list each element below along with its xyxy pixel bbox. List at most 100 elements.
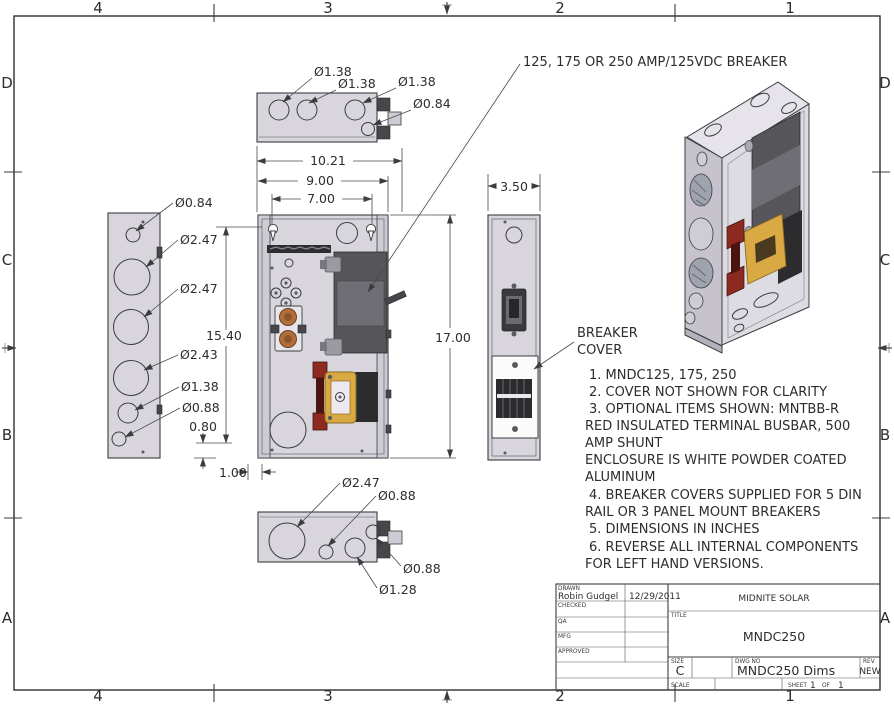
note-line: FOR LEFT HAND VERSIONS. xyxy=(585,557,764,572)
breaker-cover-label: BREAKER xyxy=(577,326,638,341)
note-line: RAIL OR 3 PANEL MOUNT BREAKERS xyxy=(585,505,820,520)
company-name: MIDNITE SOLAR xyxy=(738,594,809,604)
drawn-label: DRAWN xyxy=(558,586,580,592)
breaker-cover-label: COVER xyxy=(577,343,622,358)
dim-label: Ø0.88 xyxy=(182,400,220,415)
of-label: OF xyxy=(822,683,830,689)
rev-value: NEW xyxy=(859,667,880,677)
title-block: DRAWN Robin Gudgel 12/29/2011 CHECKED QA… xyxy=(555,583,881,691)
breaker-handle xyxy=(384,290,407,306)
center-mark-top xyxy=(442,2,452,15)
dim-label: 17.00 xyxy=(435,330,471,345)
dim-label: Ø2.47 xyxy=(180,232,218,247)
front-view xyxy=(257,214,407,459)
center-mark-left xyxy=(2,343,17,353)
breaker xyxy=(320,251,388,356)
zone-row-label: D xyxy=(879,74,891,92)
shunt-assembly xyxy=(312,361,378,431)
note-line: RED INSULATED TERMINAL BUSBAR, 500 xyxy=(585,419,850,434)
dim-label: Ø1.28 xyxy=(379,582,417,597)
callouts: 125, 175 OR 250 AMP/125VDC BREAKER BREAK… xyxy=(367,55,787,370)
note-line: AMP SHUNT xyxy=(585,436,662,451)
brushed-knockout xyxy=(688,257,714,289)
knockout-hole xyxy=(113,360,149,396)
keyhole-slot xyxy=(365,223,377,242)
approved-label: APPROVED xyxy=(558,649,590,655)
dwgno-label: DWG NO xyxy=(735,659,761,665)
zone-col-label: 4 xyxy=(93,687,103,705)
knockout-hole xyxy=(113,309,149,345)
dim-label: Ø1.38 xyxy=(398,74,436,89)
dim-label: 10.21 xyxy=(310,153,346,168)
dim-label: Ø2.47 xyxy=(180,281,218,296)
busbar-strip xyxy=(316,378,324,413)
left-side-view xyxy=(107,212,163,459)
zone-row-label: C xyxy=(880,251,890,269)
note-line: ENCLOSURE IS WHITE POWDER COATED xyxy=(585,453,847,468)
size-label: SIZE xyxy=(671,659,684,665)
latch-tab xyxy=(387,530,403,545)
scale-label: SCALE xyxy=(671,683,690,689)
breaker-toggle xyxy=(501,283,527,337)
knockout-hole xyxy=(361,122,375,136)
note-line: 2. COVER NOT SHOWN FOR CLARITY xyxy=(589,385,827,400)
zone-col-label: 1 xyxy=(785,687,795,705)
checked-label: CHECKED xyxy=(558,603,587,609)
dim-label: Ø1.38 xyxy=(338,76,376,91)
dwgno-value: MNDC250 Dims xyxy=(737,663,835,678)
note-line: 1. MNDC125, 175, 250 xyxy=(589,368,737,383)
zone-col-label: 1 xyxy=(785,0,795,17)
zone-col-label: 2 xyxy=(555,0,565,17)
zone-col-label: 3 xyxy=(323,687,333,705)
drawn-date: 12/29/2011 xyxy=(629,592,681,602)
breaker-callout-text: 125, 175 OR 250 AMP/125VDC BREAKER xyxy=(523,55,787,70)
drawing-title: MNDC250 xyxy=(743,629,805,644)
dim-label: 9.00 xyxy=(306,173,334,188)
zone-col-label: 3 xyxy=(323,0,333,17)
qa-label: QA xyxy=(558,619,567,625)
zone-row-label: A xyxy=(880,609,891,627)
zone-row-label: A xyxy=(2,609,13,627)
dim-label: Ø2.47 xyxy=(342,475,380,490)
sheet-number: 1 xyxy=(810,681,816,691)
zone-row-label: B xyxy=(2,426,12,444)
knockout-hole xyxy=(365,524,381,540)
sheet-total: 1 xyxy=(838,681,844,691)
terminal-busbar xyxy=(270,305,307,352)
knockout-hole xyxy=(125,227,141,243)
size-value: C xyxy=(676,663,685,678)
knockout-hole xyxy=(344,537,366,559)
dim-label: Ø2.43 xyxy=(180,347,218,362)
knockout-hole xyxy=(296,99,318,121)
keyhole-slot xyxy=(267,223,279,242)
hinge-tab xyxy=(376,125,391,140)
dim-label: Ø0.84 xyxy=(413,96,451,111)
zone-row-label: D xyxy=(1,74,13,92)
knockout-hole xyxy=(269,411,307,449)
knockout-hole xyxy=(113,258,151,296)
zone-row-label: B xyxy=(880,426,890,444)
dim-label: 0.80 xyxy=(189,419,217,434)
dim-label: Ø0.88 xyxy=(378,488,416,503)
shunt-block xyxy=(355,372,378,422)
brushed-knockout xyxy=(689,173,713,207)
rev-label: REV xyxy=(863,659,875,665)
knockout-hole xyxy=(117,402,139,424)
zone-col-label: 4 xyxy=(93,0,103,17)
zone-col-label: 2 xyxy=(555,687,565,705)
drawn-name: Robin Gudgel xyxy=(558,592,618,602)
center-mark-right xyxy=(877,343,892,353)
dimensions: Ø1.38 Ø1.38 Ø1.38 Ø0.84 10.21 9.00 7.00 … xyxy=(124,64,541,597)
note-line: 3. OPTIONAL ITEMS SHOWN: MNTBB-R xyxy=(589,402,839,417)
breaker-lug xyxy=(324,256,342,273)
right-side-view xyxy=(487,214,541,461)
knockout-hole xyxy=(318,544,334,560)
knockout-hole xyxy=(505,226,523,244)
title-label: TITLE xyxy=(670,613,687,619)
breaker-lug xyxy=(324,338,343,356)
dim-label: Ø0.84 xyxy=(175,195,213,210)
dim-label: Ø0.88 xyxy=(403,561,441,576)
